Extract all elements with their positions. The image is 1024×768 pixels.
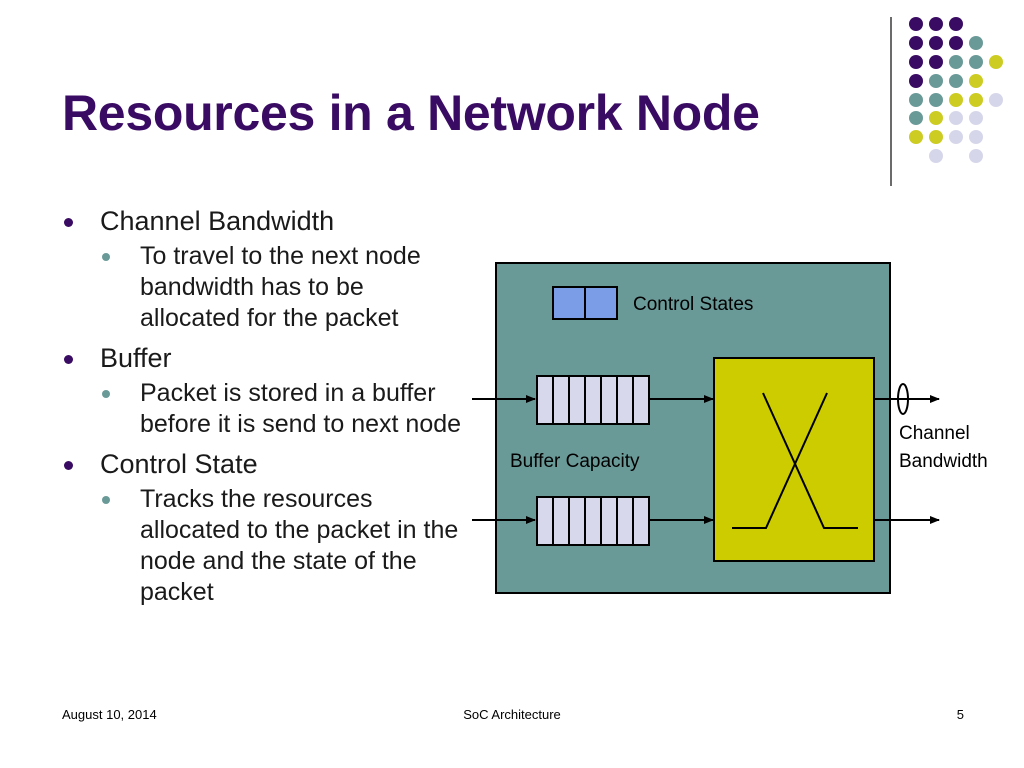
sub-bullet-dot-icon [102, 390, 110, 398]
sub-bullet-text: Tracks the resources allocated to the pa… [140, 485, 459, 606]
channel-bandwidth-label-line2: Bandwidth [899, 451, 988, 472]
footer-title: SoC Architecture [463, 707, 561, 722]
bullet-label: Channel Bandwidth [100, 206, 335, 236]
buffer-slot-dividers-bottom [552, 497, 634, 545]
sub-bullet-list: To travel to the next node bandwidth has… [100, 241, 462, 334]
sub-bullet-dot-icon [102, 496, 110, 504]
bullet-item-control-state: Control State Tracks the resources alloc… [62, 448, 462, 608]
bullet-label: Control State [100, 449, 258, 479]
title-divider-line [890, 17, 892, 186]
bullet-dot-icon [64, 355, 73, 364]
input-buffer-top [536, 375, 650, 425]
buffer-capacity-label: Buffer Capacity [510, 451, 640, 472]
page-number: 5 [956, 707, 964, 722]
slide-title: Resources in a Network Node [62, 85, 760, 141]
input-buffer-bottom [536, 496, 650, 546]
sub-bullet-list: Tracks the resources allocated to the pa… [100, 484, 462, 608]
crossbar-lines [732, 392, 858, 529]
control-states-label: Control States [633, 294, 753, 315]
sub-bullet-text: To travel to the next node bandwidth has… [140, 242, 421, 332]
control-state-registers [552, 286, 618, 320]
bullet-list: Channel Bandwidth To travel to the next … [62, 197, 462, 608]
sub-bullet-item: To travel to the next node bandwidth has… [100, 241, 462, 334]
sub-bullet-item: Packet is stored in a buffer before it i… [100, 378, 462, 440]
footer-date: August 10, 2014 [62, 707, 157, 722]
channel-bandwidth-label-line1: Channel [899, 423, 970, 444]
bullet-dot-icon [64, 218, 73, 227]
bullet-label: Buffer [100, 343, 172, 373]
bullet-item-channel-bandwidth: Channel Bandwidth To travel to the next … [62, 205, 462, 334]
sub-bullet-item: Tracks the resources allocated to the pa… [100, 484, 462, 608]
buffer-slot-dividers-top [552, 376, 634, 424]
channel-bandwidth-marker-icon [897, 383, 909, 415]
bullet-dot-icon [64, 461, 73, 470]
sub-bullet-list: Packet is stored in a buffer before it i… [100, 378, 462, 440]
sub-bullet-text: Packet is stored in a buffer before it i… [140, 379, 462, 438]
bullet-item-buffer: Buffer Packet is stored in a buffer befo… [62, 342, 462, 440]
sub-bullet-dot-icon [102, 253, 110, 261]
